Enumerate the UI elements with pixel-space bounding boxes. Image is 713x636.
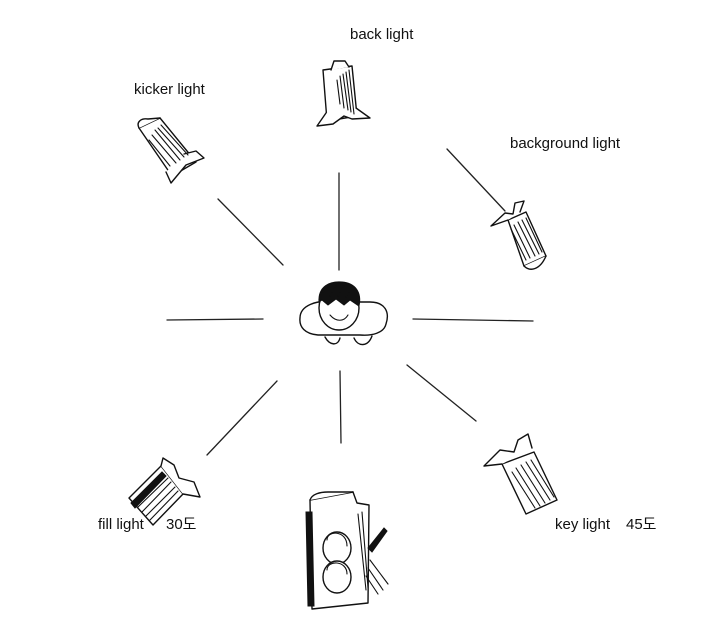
ray-left (167, 319, 263, 320)
label-fill-angle: 30도 (166, 516, 197, 533)
ray-key (407, 365, 476, 421)
subject-figure-icon (300, 282, 387, 345)
light-fixture-icon-background (491, 201, 546, 269)
ray-camera (340, 371, 341, 443)
label-key-light: key light (555, 516, 611, 533)
light-fixture-icon-key (484, 434, 557, 514)
light-fixture-icon-kicker (138, 118, 204, 183)
camera-icon (306, 492, 388, 609)
ray-right (413, 319, 533, 321)
ray-fill (207, 381, 277, 455)
label-fill-light: fill light (98, 516, 145, 533)
ray-background (447, 149, 505, 211)
label-kicker-light: kicker light (134, 81, 206, 98)
light-fixture-icon-back (317, 61, 370, 126)
ray-kicker (218, 199, 283, 265)
label-back-light: back light (350, 26, 414, 43)
label-background-light: background light (510, 135, 621, 152)
label-key-angle: 45도 (626, 516, 657, 533)
light-fixture-icon-fill (129, 458, 200, 525)
